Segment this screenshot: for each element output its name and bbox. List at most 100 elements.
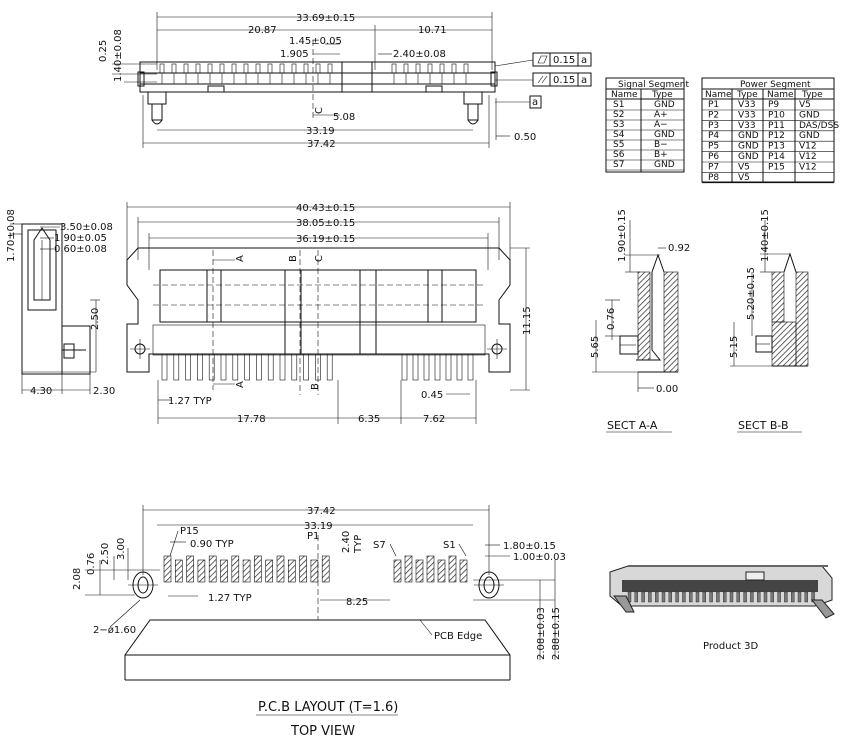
signal-row-type: B+ bbox=[654, 150, 668, 160]
front-pin bbox=[456, 353, 463, 381]
3d-pin bbox=[648, 591, 652, 603]
power-row-cell: V12 bbox=[799, 142, 817, 152]
3d-pin bbox=[716, 591, 720, 603]
front-w2: 38.05±0.15 bbox=[296, 218, 355, 229]
3d-pin bbox=[784, 591, 788, 603]
dim-overall: 33.69±0.15 bbox=[296, 13, 355, 24]
power-row-cell: P1 bbox=[708, 100, 719, 110]
sect-a-d2: 0.92 bbox=[668, 243, 690, 254]
signal-row-name: S5 bbox=[613, 140, 624, 150]
pcb-pad bbox=[242, 559, 251, 583]
3d-pin bbox=[709, 591, 713, 603]
side-d1: 1.70±0.08 bbox=[6, 209, 17, 262]
power-row-cell: GND bbox=[799, 131, 820, 141]
3d-pin bbox=[682, 591, 686, 603]
signal-row-name: S1 bbox=[613, 100, 624, 110]
signal-row-name: S7 bbox=[613, 160, 624, 170]
product-3d-label: Product 3D bbox=[703, 641, 759, 652]
power-row-cell: V5 bbox=[738, 162, 750, 172]
pcb-pad bbox=[175, 559, 183, 583]
3d-pin bbox=[655, 591, 659, 603]
signal-header-name: Name bbox=[611, 90, 638, 100]
top-pin bbox=[439, 63, 445, 74]
mark-b-bottom: B bbox=[310, 383, 321, 390]
3d-pin bbox=[797, 591, 802, 603]
side-d3: 1.90±0.05 bbox=[54, 233, 107, 244]
pcb-s7: S7 bbox=[373, 540, 386, 551]
dim-inner: 33.19 bbox=[306, 126, 335, 137]
front-pin bbox=[185, 353, 191, 381]
signal-header-type: Type bbox=[651, 90, 673, 100]
signal-row-name: S6 bbox=[613, 150, 625, 160]
pcb-d-208: 2.08 bbox=[72, 568, 83, 590]
front-pin bbox=[303, 353, 309, 381]
sect-b-d3: 5.15 bbox=[729, 336, 740, 358]
top-pin bbox=[303, 63, 309, 74]
mark-b-top: B bbox=[288, 255, 299, 262]
pcb-pad bbox=[404, 555, 413, 583]
front-pin bbox=[256, 353, 262, 381]
pcb-d-825: 8.25 bbox=[346, 597, 368, 608]
front-pin bbox=[467, 353, 474, 381]
3d-pin bbox=[668, 591, 672, 603]
signal-row-name: S4 bbox=[613, 130, 625, 140]
pcb-pad bbox=[254, 555, 262, 583]
signal-row-name: S3 bbox=[613, 120, 624, 130]
3d-pin bbox=[723, 591, 727, 603]
3d-pin bbox=[791, 591, 795, 603]
pcb-d-076: 0.76 bbox=[86, 553, 97, 575]
power-row-cell: DAS/DSS bbox=[799, 121, 839, 131]
front-s2: 6.35 bbox=[358, 414, 380, 425]
top-pin bbox=[231, 63, 237, 74]
3d-pin bbox=[770, 591, 774, 603]
power-row-cell: V5 bbox=[738, 173, 750, 183]
pcb-pad bbox=[415, 559, 424, 583]
signal-row-type: GND bbox=[654, 130, 675, 140]
power-row-cell: P8 bbox=[708, 173, 719, 183]
power-row-cell: P6 bbox=[708, 152, 719, 162]
signal-row-type: A+ bbox=[654, 110, 668, 120]
pcb-pad bbox=[321, 555, 330, 583]
pcb-d-300: 3.00 bbox=[116, 538, 127, 560]
pcb-d-250: 2.50 bbox=[100, 543, 111, 565]
pcb-pad bbox=[393, 559, 402, 583]
sect-b-d1: 1.40±0.15 bbox=[760, 209, 771, 262]
section-a-a: 1.90±0.15 0.92 0.76 5.65 0.00 SECT A-A bbox=[590, 209, 690, 433]
pcb-d-total: 37.42 bbox=[307, 506, 336, 517]
front-pin bbox=[445, 353, 452, 381]
sect-a-label: SECT A-A bbox=[607, 419, 658, 432]
top-pin bbox=[327, 63, 333, 74]
pcb-d-100: 1.00±0.03 bbox=[513, 552, 566, 563]
side-d4: 0.60±0.08 bbox=[54, 244, 107, 255]
pcb-d-180: 1.80±0.15 bbox=[503, 541, 556, 552]
sect-a-d1: 1.90±0.15 bbox=[617, 209, 628, 262]
top-pin bbox=[183, 63, 189, 74]
pcb-pad bbox=[299, 555, 307, 583]
sect-a-d4: 5.65 bbox=[590, 336, 601, 358]
pcb-p15: P15 bbox=[180, 526, 199, 537]
top-pin bbox=[243, 63, 249, 74]
power-row-cell: P5 bbox=[708, 142, 719, 152]
pcb-pad bbox=[197, 559, 206, 583]
front-pin bbox=[291, 353, 298, 381]
dim-offset: 5.08 bbox=[333, 112, 355, 123]
pcb-d-127: 1.27 TYP bbox=[208, 593, 252, 604]
dim-pin-pitch: 1.45±0.05 bbox=[289, 36, 342, 47]
signal-row-type: B− bbox=[654, 140, 668, 150]
power-row-cell: GND bbox=[738, 152, 759, 162]
tol-para-value: 0.15 bbox=[553, 75, 575, 86]
3d-pin bbox=[641, 591, 645, 603]
dim-total: 37.42 bbox=[307, 139, 336, 150]
dim-w1: 1.905 bbox=[280, 49, 309, 60]
pcb-subtitle: TOP VIEW bbox=[290, 724, 355, 739]
power-row-cell: V33 bbox=[738, 100, 756, 110]
power-header-name1: Name bbox=[705, 90, 732, 100]
power-row-cell: P11 bbox=[768, 121, 785, 131]
side-d5: 2.50 bbox=[90, 308, 101, 330]
pcb-pad-w: 0.90 TYP bbox=[190, 539, 234, 550]
power-row-cell: P4 bbox=[708, 131, 719, 141]
front-pin bbox=[173, 353, 180, 381]
